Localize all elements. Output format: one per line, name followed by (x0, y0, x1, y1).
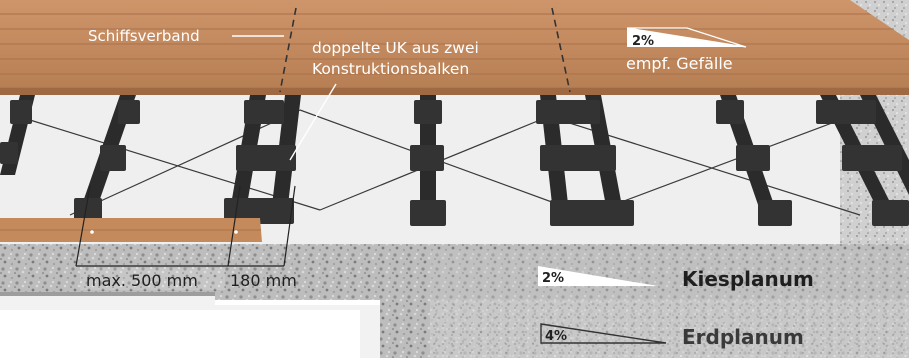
pedestal (410, 200, 446, 226)
pedestal (118, 100, 140, 124)
double-spacing-label: 180 mm (230, 271, 297, 290)
board-screw (90, 230, 94, 234)
pedestal (10, 100, 32, 124)
doppelte-uk-label-line1: doppelte UK aus zwei (312, 39, 479, 57)
decking-front-edge (0, 88, 909, 95)
pedestal (842, 145, 902, 171)
doppelte-uk-label-line2: Konstruktionsbalken (312, 60, 469, 78)
max-spacing-bg (80, 268, 225, 290)
pedestal (74, 198, 102, 224)
pedestal (816, 100, 876, 124)
pedestal (414, 100, 442, 124)
cross-bracing (29, 109, 861, 216)
deck-slope-wedge (627, 28, 746, 47)
measure-line (75, 185, 91, 267)
erd-gravel (430, 300, 909, 358)
doppelte-uk-leader (289, 83, 337, 161)
pedestal (410, 145, 444, 171)
erd-slope-wedge (540, 323, 667, 344)
pedestal (872, 200, 909, 226)
erd-layer-white (0, 300, 380, 358)
pedestal (716, 100, 744, 124)
kies-highlight (430, 250, 909, 300)
pedestal (536, 100, 600, 124)
board-screw (234, 230, 238, 234)
pedestal (100, 145, 126, 171)
decking-surface (0, 0, 909, 95)
kiesplanum-label: Kiesplanum (682, 267, 814, 291)
kies-slope-percent: 2% (542, 271, 564, 286)
pedestals (0, 100, 909, 226)
deck-slope-percent: 2% (632, 34, 654, 49)
pedestal (736, 145, 770, 171)
erdplanum-label: Erdplanum (682, 325, 804, 349)
erd-layer-step (0, 296, 380, 358)
kies-slope-wedge (538, 266, 658, 286)
top-right-gravel (850, 0, 909, 40)
pedestal (550, 200, 634, 226)
pedestal (244, 100, 284, 124)
measure-line (283, 185, 296, 267)
schiffsverband-label: Schiffsverband (88, 27, 200, 45)
measure-lines (75, 185, 296, 267)
butt-joint-line-1 (279, 7, 297, 93)
deck-slope-caption: empf. Gefälle (626, 54, 733, 73)
butt-joint-line-2 (551, 7, 571, 93)
pedestal (224, 198, 294, 224)
max-spacing-label: max. 500 mm (86, 271, 198, 290)
pedestal (0, 142, 18, 164)
pedestal (236, 145, 296, 171)
measure-line (227, 185, 241, 267)
erd-slope-percent: 4% (545, 329, 567, 344)
pedestal (758, 200, 792, 226)
pedestal (540, 145, 616, 171)
